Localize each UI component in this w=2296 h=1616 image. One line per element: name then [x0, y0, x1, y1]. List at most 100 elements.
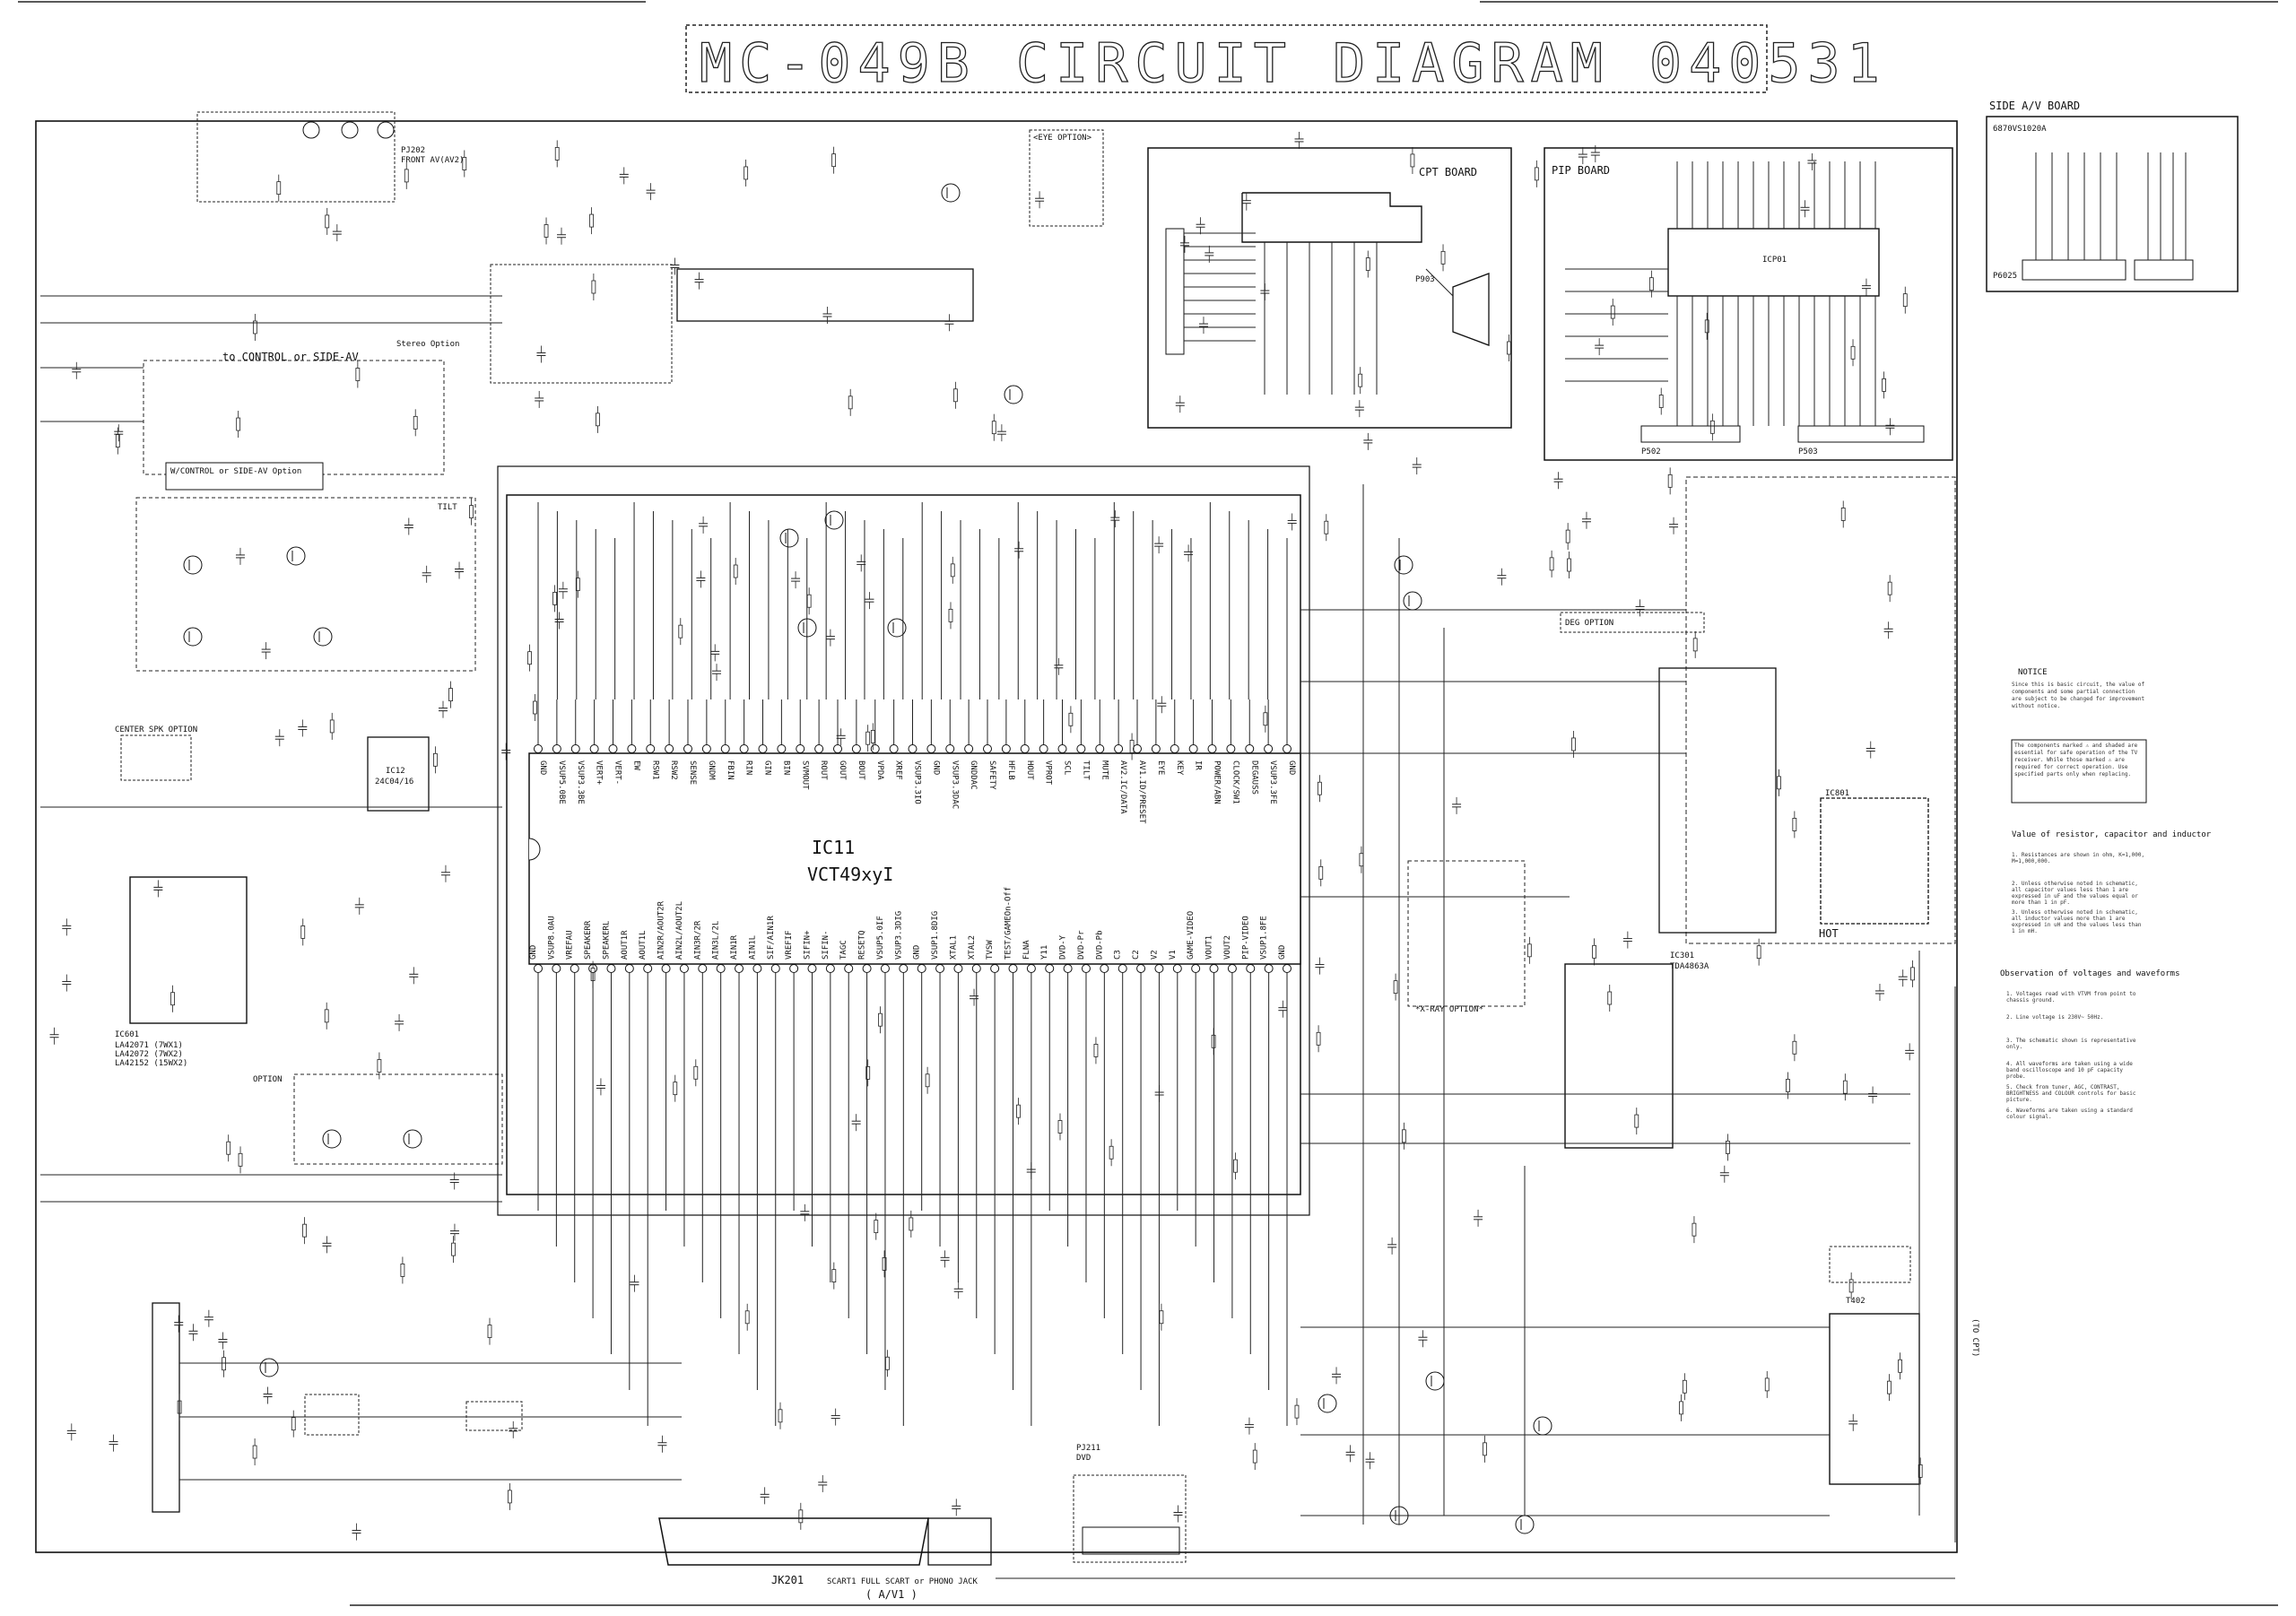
observation-note-item: 6. Waveforms are taken using a standard … [2006, 1108, 2133, 1120]
tilt-block: TILT [135, 497, 476, 672]
ic11-bottom-pin: XTAL1 [949, 935, 958, 960]
ic11-bottom-pin: VREFAU [566, 930, 575, 960]
ic11-top-pin: VSUP3.3DAC [950, 760, 959, 809]
cpt-board: CPT BOARD P903 [1147, 147, 1512, 429]
ic11-bottom-pin: VREFIF [785, 930, 794, 960]
ic11-bottom-pin: DVD-Pr [1077, 930, 1086, 960]
pj202-desc: FRONT AV(AV2) [401, 156, 464, 165]
ic11-top-pin: XREF [894, 760, 903, 780]
jk201-sub: ( A/V1 ) [865, 1588, 918, 1601]
ic11-top-pin: GNDDAC [969, 760, 978, 790]
ic601-part-1: LA42071 (7WX1) [115, 1041, 183, 1050]
ic11-bottom-pin: Y11 [1040, 945, 1049, 960]
ic11-top-pin: GND [538, 760, 547, 775]
side-av-board-label: SIDE A/V BOARD [1989, 100, 2080, 112]
value-note-item: 2. Unless otherwise noted in schematic, … [2012, 881, 2138, 906]
ic11-top-pin: RSW2 [669, 760, 678, 780]
observation-note-item: 3. The schematic shown is representative… [2006, 1038, 2136, 1050]
control-sideav-label: to CONTROL or SIDE-AV [222, 351, 359, 363]
ic601-label: IC601 [115, 1030, 139, 1039]
eye-option-label: <EYE OPTION> [1033, 134, 1092, 143]
ic11-top-pin: TILT [1081, 760, 1090, 780]
value-note-item: 3. Unless otherwise noted in schematic, … [2012, 909, 2142, 934]
notice-body: Since this is basic circuit, the value o… [2012, 682, 2145, 709]
ic11-bottom-pin: VSUP1.8FE [1260, 916, 1269, 960]
ic11-bottom-pin: VSUP5.0IF [876, 916, 885, 960]
ic11-bottom-pin: AOUT1L [639, 930, 648, 960]
ic11-top-pin: VSUP3.3IO [913, 760, 922, 804]
ic301-label: IC301 [1670, 951, 1694, 960]
ic301-part: TDA4863A [1670, 962, 1709, 971]
ic11-top-pin: BOUT [857, 760, 865, 780]
ic11-top-pin: KEY [1175, 760, 1184, 776]
ic11-top-pin: RIN [744, 760, 753, 775]
ic11-top-pin: SVMOUT [800, 760, 809, 790]
ic11-bottom-pin: VSUP1.8DIG [931, 911, 940, 960]
pip-connector-b: P503 [1798, 447, 1818, 456]
ic11-bottom-pin: GND [529, 945, 538, 960]
ic12-eeprom: IC12 24C04/16 [367, 736, 430, 812]
ic11-top-pin: VERT- [613, 760, 622, 785]
ic11-top-pin: AV1.ID/PRESET [1137, 760, 1146, 824]
ic11-top-pin: GOUT [838, 760, 847, 780]
ic11-bottom-pin: VSUP8.0AU [547, 916, 556, 960]
stereo-option-label: Stereo Option [396, 340, 459, 349]
ic11-top-pin: VPROT [1044, 760, 1053, 786]
pj211-dvd: PJ211 DVD [1073, 1444, 1187, 1563]
ic11-top-pin: VSUP3.3FE [1268, 760, 1277, 804]
value-title: Value of resistor, capacitor and inducto… [2012, 830, 2212, 839]
option-label: OPTION [253, 1075, 283, 1084]
side-av-part-number: 6870VS1020A [1993, 125, 2047, 134]
ic11-top-pin: HFLB [1006, 760, 1015, 780]
ic11-top-pin: POWER/ABN [1213, 760, 1222, 804]
ic11-top-pin: GND [1287, 760, 1296, 775]
ic11-bottom-pin: AIN1L [748, 935, 757, 960]
ic11-bottom-pin: RESETQ [858, 930, 867, 960]
ic11-top-pin: VPDA [875, 760, 884, 780]
safety-note: The components marked ⚠ and shaded are e… [2014, 743, 2138, 778]
ic11-bottom-pin: DVD-Pb [1095, 930, 1104, 960]
ic11-top-pin: VSUP3.3BE [576, 760, 585, 804]
ic11-top-pin: HOUT [1025, 760, 1034, 780]
ic11-bottom-pin: AIN1R [730, 934, 739, 960]
value-note-item: 1. Resistances are shown in ohm, K=1,000… [2012, 852, 2145, 864]
t402-label: T402 [1846, 1297, 1866, 1306]
ic11-bottom-pin: SIFIN+ [803, 930, 812, 960]
ic301-protection: *X-RAY OPTION* IC301 TDA4863A [1407, 860, 1709, 1149]
t402-flyback: T402 (TO CPT) [1829, 1246, 1979, 1485]
ic11-bottom-pin: GND [913, 945, 922, 960]
cpt-board-label: CPT BOARD [1419, 166, 1477, 178]
ic11-bottom-pin: AOUT1R [621, 930, 630, 960]
ic11-top-pin: GND [931, 760, 940, 775]
ic11-bottom-pin: VOUT1 [1205, 935, 1214, 960]
jk201-label: JK201 [771, 1574, 804, 1586]
main-board-frame [35, 120, 1958, 1553]
obs-title: Observation of voltages and waveforms [2000, 969, 2179, 978]
ic11-top-pin: VERT+ [595, 760, 604, 786]
ic11-bottom-pin: AIN3L/2L [712, 921, 721, 960]
ic11-label: IC11 [812, 837, 855, 858]
ic11-top-pin: GIN [763, 760, 772, 775]
ic11-top-pin: EYE [1156, 760, 1165, 775]
xray-option-label: *X-RAY OPTION* [1415, 1005, 1483, 1014]
ic11-bottom-pin: SIF/AIN1R [767, 916, 776, 960]
ic11-bottom-pin: GND [1278, 945, 1287, 960]
to-cpt-label: (TO CPT) [1970, 1318, 1979, 1357]
control-sideav-block: to CONTROL or SIDE-AV W/CONTROL or SIDE-… [143, 351, 445, 491]
ic11-bottom-pin: DVD-Y [1059, 934, 1068, 960]
ic601-part-3: LA42152 (15WX2) [115, 1059, 187, 1068]
pip-ic-label: ICP01 [1762, 256, 1787, 265]
wcontrol-option-label: W/CONTROL or SIDE-AV Option [170, 467, 301, 476]
ic11-top-pin: AV2.IC/DATA [1118, 760, 1127, 814]
jk201-desc: SCART1 FULL SCART or PHONO JACK [827, 1577, 978, 1586]
ic11-bottom-pin: FLNA [1022, 940, 1031, 960]
eye-option-block: <EYE OPTION> [1029, 129, 1104, 227]
tilt-label: TILT [438, 503, 457, 512]
ic11-top-pin: MUTE [1100, 760, 1109, 780]
observation-note-item: 5. Check from tuner, AGC, CONTRAST, BRIG… [2006, 1084, 2136, 1103]
ic11-bottom-pin: VOUT2 [1223, 935, 1232, 960]
p802-connector [676, 268, 974, 322]
center-spk-label: CENTER SPK OPTION [115, 725, 197, 734]
deg-option-label: DEG OPTION [1565, 619, 1613, 628]
ic601-part-2: LA42072 (7WX2) [115, 1050, 183, 1059]
